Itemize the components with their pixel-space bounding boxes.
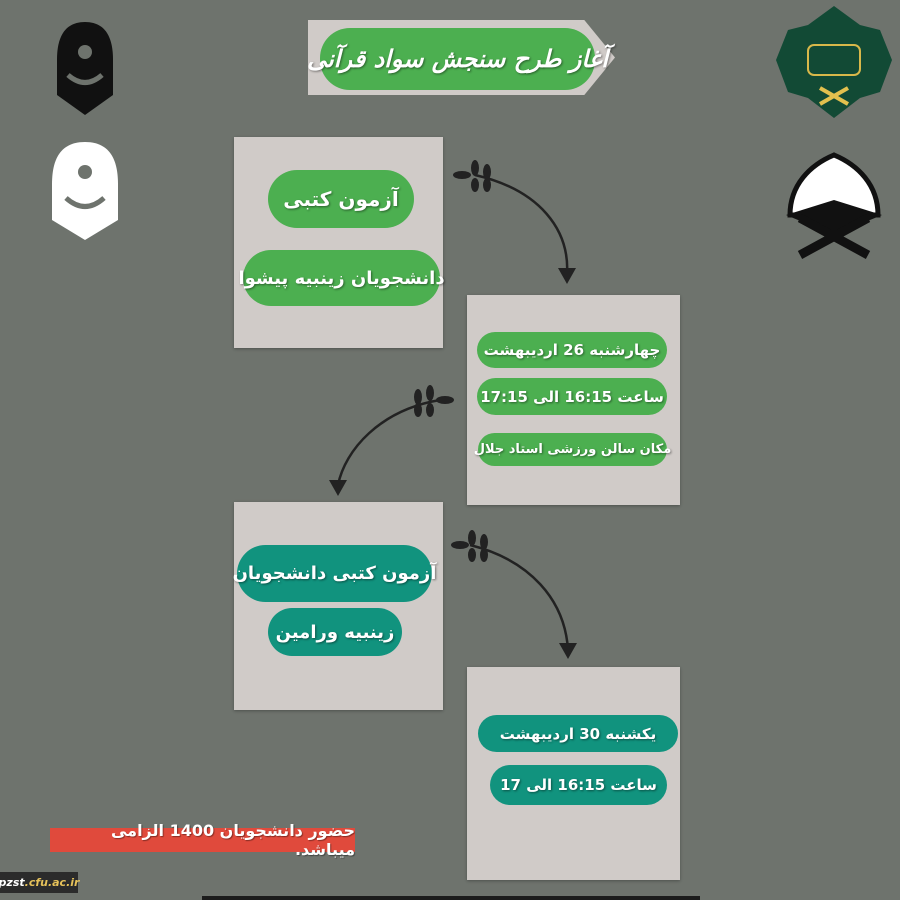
step-4-pill: ساعت 16:15 الی 17	[490, 765, 667, 805]
leaf-branch-icon	[453, 160, 491, 192]
step-card-1	[234, 137, 443, 348]
leaf-branch-icon	[414, 385, 454, 417]
arrowhead-3	[559, 643, 577, 659]
arrow-3	[469, 543, 570, 651]
watermark-domain: .cfu.ac.ir	[24, 876, 80, 889]
step-4-pill: یکشنبه 30 اردیبهشت	[478, 715, 678, 752]
step-3-pill: آزمون کتبی دانشجویان	[233, 545, 436, 602]
step-2-pill: ساعت 16:15 الی 17:15	[477, 378, 667, 415]
watermark-url: pzst.cfu.ac.ir	[0, 872, 80, 893]
alzoha-quran-house-logo	[776, 6, 892, 118]
arrow-2	[336, 398, 441, 486]
step-1-pill: آزمون کتبی	[268, 170, 414, 228]
step-1-pill: دانشجویان زینبیه پیشوا	[238, 250, 445, 306]
arrowhead-2	[329, 480, 347, 496]
bottom-bar	[202, 896, 700, 900]
leaf-branch-icon	[451, 530, 488, 562]
step-3-pill: زینبیه ورامین	[268, 608, 402, 656]
arrow-1	[474, 173, 569, 276]
step-2-pill: چهارشنبه 26 اردیبهشت	[477, 332, 667, 368]
page-title: آغاز طرح سنجش سواد قرآنی	[307, 28, 608, 90]
attendance-note: حضور دانشجویان 1400 الزامی میباشد.	[50, 821, 355, 859]
arrowhead-1	[558, 268, 576, 284]
step-card-3	[234, 502, 443, 710]
farhangian-university-logo	[57, 22, 113, 115]
step-2-pill: مکان سالن ورزشی استاد جلال	[474, 433, 671, 466]
cultural-center-logo	[52, 142, 118, 240]
quran-etrat-logo	[786, 152, 882, 259]
watermark-site: pzst	[0, 876, 25, 889]
